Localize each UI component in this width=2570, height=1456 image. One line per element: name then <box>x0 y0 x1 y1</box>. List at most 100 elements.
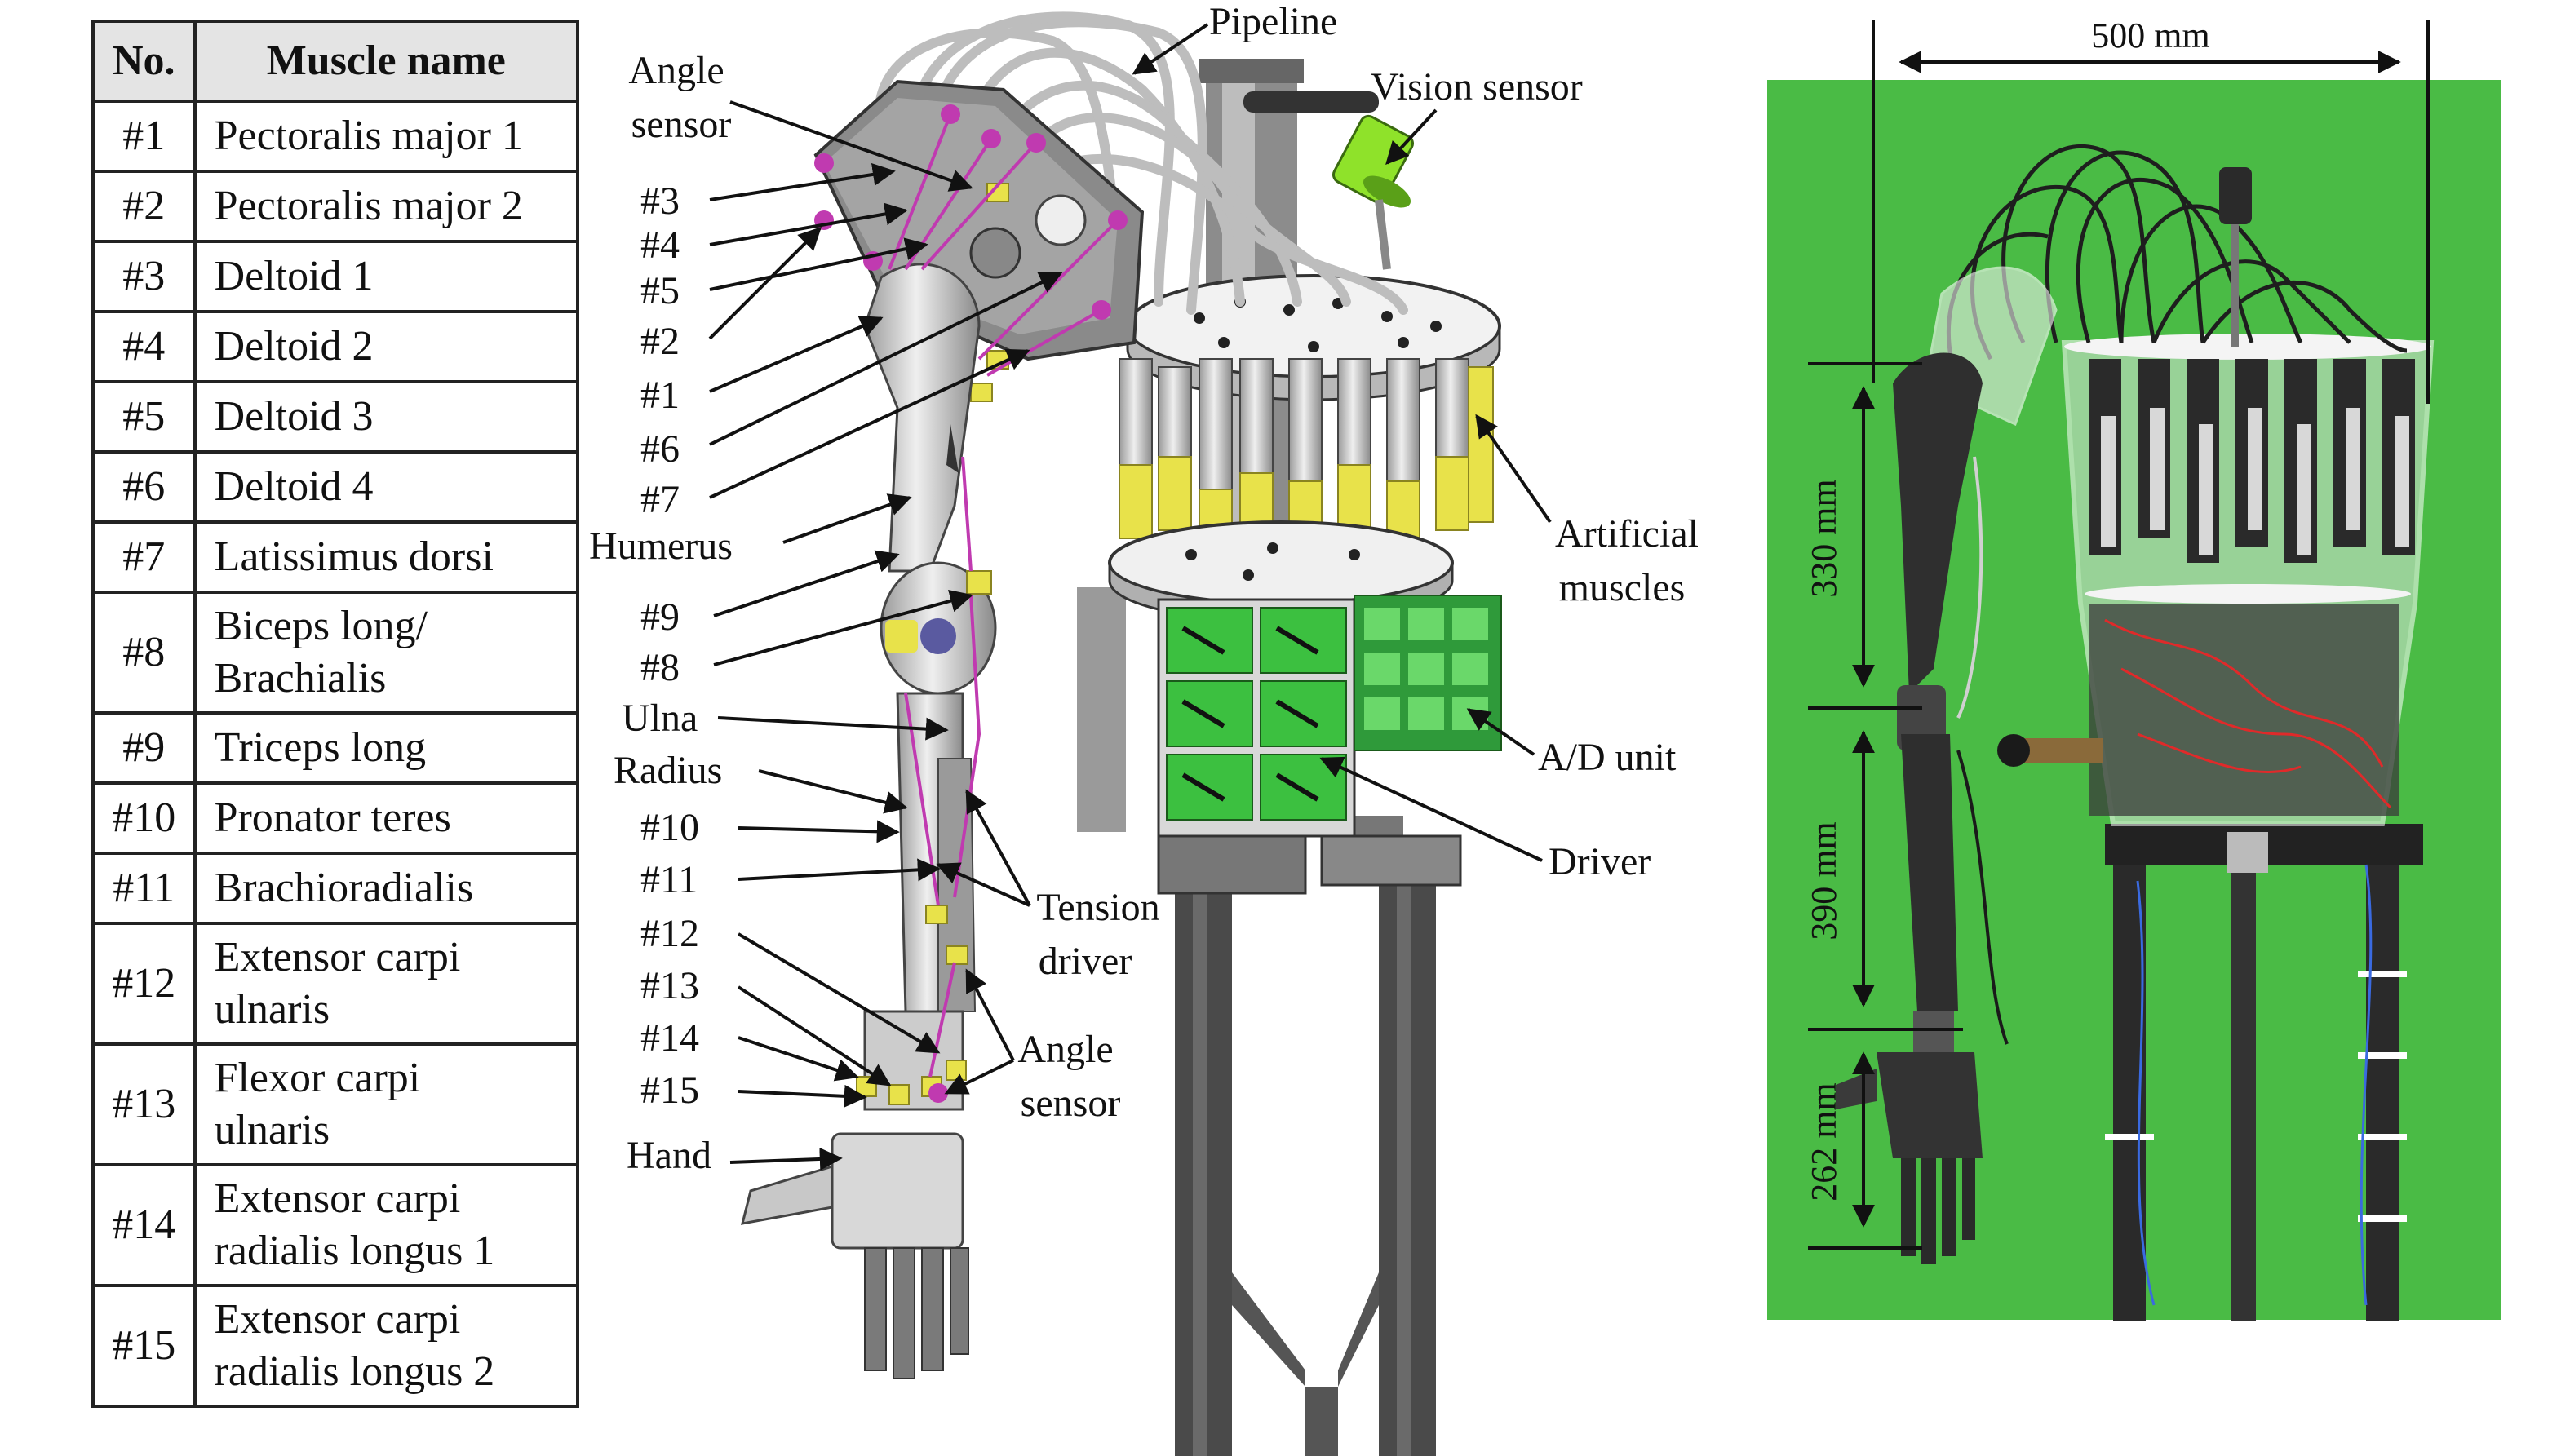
muscle-name-line: Pectoralis major 2 <box>214 183 523 229</box>
muscle-name-line: Flexor carpi <box>214 1055 421 1101</box>
elbow <box>880 561 997 695</box>
muscle-id-labels-lower: #10 #11 #12 #13 #14 #15 <box>640 806 941 1112</box>
label-artificial-muscles-line2: muscles <box>1559 566 1686 609</box>
label-angle-sensor-top-line1: Angle <box>628 49 724 92</box>
photo-arm <box>1836 352 2103 1264</box>
table-header-row: No. Muscle name <box>91 20 580 103</box>
label-pipeline: Pipeline <box>1209 0 1337 43</box>
dim-hand-262mm: 262 mm <box>1804 1082 1844 1201</box>
label-angle-sensor-bottom-line2: sensor <box>1021 1082 1121 1125</box>
header-no: No. <box>91 20 197 103</box>
muscle-name-line: Pronator teres <box>214 794 451 841</box>
muscle-no-cell: #2 <box>91 170 197 243</box>
muscle-no-cell: #4 <box>91 310 197 383</box>
label-vision-sensor: Vision sensor <box>1371 65 1583 108</box>
muscle-no-cell: #10 <box>91 781 197 855</box>
muscle-name-cell: Deltoid 2 <box>193 310 580 383</box>
muscle-name-line: Latissimus dorsi <box>214 533 494 580</box>
muscle-name-line: radialis longus 1 <box>214 1228 495 1274</box>
muscle-name-line: Deltoid 1 <box>214 253 374 299</box>
label-muscle-8: #8 <box>640 646 680 689</box>
table-row: #3 Deltoid 1 <box>91 240 580 313</box>
label-artificial-muscles: Artificial muscles <box>1555 512 1708 609</box>
artificial-muscle-cylinders <box>1119 358 1494 564</box>
shoulder-assembly <box>813 79 1145 402</box>
label-artificial-muscles-line1: Artificial <box>1555 512 1699 555</box>
muscle-no-cell: #14 <box>91 1163 197 1287</box>
muscle-name-cell: Deltoid 3 <box>193 380 580 454</box>
label-muscle-9: #9 <box>640 595 680 639</box>
muscle-name-cell: Biceps long/Brachialis <box>193 591 580 715</box>
photo-dimensions: 500 mm 330 mm 390 mm 262 mm <box>1804 15 2430 1250</box>
forearm-ulna-radius <box>896 692 977 1013</box>
muscle-no-cell: #8 <box>91 591 197 715</box>
hand <box>740 1132 969 1379</box>
muscle-id-labels-upper: #3 #4 #5 #2 #1 #6 #7 <box>640 163 1063 521</box>
dim-width-500mm: 500 mm <box>2091 15 2209 55</box>
muscle-name-line: Extensor carpi <box>214 934 461 980</box>
muscle-name-line: Deltoid 4 <box>214 463 374 510</box>
label-angle-sensor-top: Angle sensor <box>628 49 733 146</box>
photo-vision-sensor <box>2219 167 2252 347</box>
header-muscle-name: Muscle name <box>193 20 580 103</box>
table-row: #2 Pectoralis major 2 <box>91 170 580 243</box>
cad-model <box>740 11 1502 1456</box>
muscle-no-cell: #3 <box>91 240 197 313</box>
muscle-no-cell: #12 <box>91 922 197 1046</box>
label-muscle-11: #11 <box>640 858 698 901</box>
muscle-name-cell: Deltoid 4 <box>193 450 580 524</box>
muscle-name-cell: Latissimus dorsi <box>193 520 580 594</box>
dim-forearm-390mm: 390 mm <box>1804 821 1844 940</box>
muscle-name-line: Extensor carpi <box>214 1175 461 1222</box>
muscle-name-line: Triceps long <box>214 724 427 771</box>
label-muscle-15: #15 <box>640 1069 699 1112</box>
muscle-name-line: Biceps long/ <box>214 603 428 649</box>
label-muscle-3: #3 <box>640 179 680 223</box>
label-tension-driver-line2: driver <box>1039 940 1132 983</box>
label-muscle-2: #2 <box>640 320 680 363</box>
label-muscle-7: #7 <box>640 478 680 521</box>
table-row: #6 Deltoid 4 <box>91 450 580 524</box>
muscle-no-cell: #5 <box>91 380 197 454</box>
table-row: #10 Pronator teres <box>91 781 580 855</box>
label-humerus: Humerus <box>589 524 733 568</box>
vision-sensor <box>1332 114 1415 270</box>
label-angle-sensor-top-line2: sensor <box>631 103 732 146</box>
muscle-name-cell: Deltoid 1 <box>193 240 580 313</box>
label-muscle-14: #14 <box>640 1016 699 1060</box>
muscle-no-cell: #9 <box>91 711 197 785</box>
muscle-name-cell: Extensor carpi radialis longus 1 <box>193 1163 580 1287</box>
stand-frame <box>1175 816 1436 1456</box>
muscle-name-line: Extensor carpi <box>214 1296 461 1343</box>
table-row: #9 Triceps long <box>91 711 580 785</box>
muscle-no-cell: #11 <box>91 852 197 925</box>
cad-labels: Pipeline Vision sensor Angle sensor #3 #… <box>589 0 1708 1177</box>
label-ulna: Ulna <box>622 697 698 740</box>
label-muscle-10: #10 <box>640 806 699 849</box>
table-row: #14 Extensor carpi radialis longus 1 <box>91 1163 580 1287</box>
muscle-name-cell: Pectoralis major 1 <box>193 100 580 173</box>
muscle-no-cell: #6 <box>91 450 197 524</box>
label-hand: Hand <box>627 1134 711 1177</box>
muscle-name-line: radialis longus 2 <box>214 1348 495 1395</box>
muscle-name-cell: Pronator teres <box>193 781 580 855</box>
muscle-name-line: Brachialis <box>214 655 387 701</box>
dim-upper-arm-330mm: 330 mm <box>1804 479 1844 597</box>
label-muscle-4: #4 <box>640 223 680 267</box>
muscle-name-line: Pectoralis major 1 <box>214 113 523 159</box>
muscle-name-cell: Extensor carpi radialis longus 2 <box>193 1284 580 1408</box>
wrist <box>856 1010 967 1111</box>
